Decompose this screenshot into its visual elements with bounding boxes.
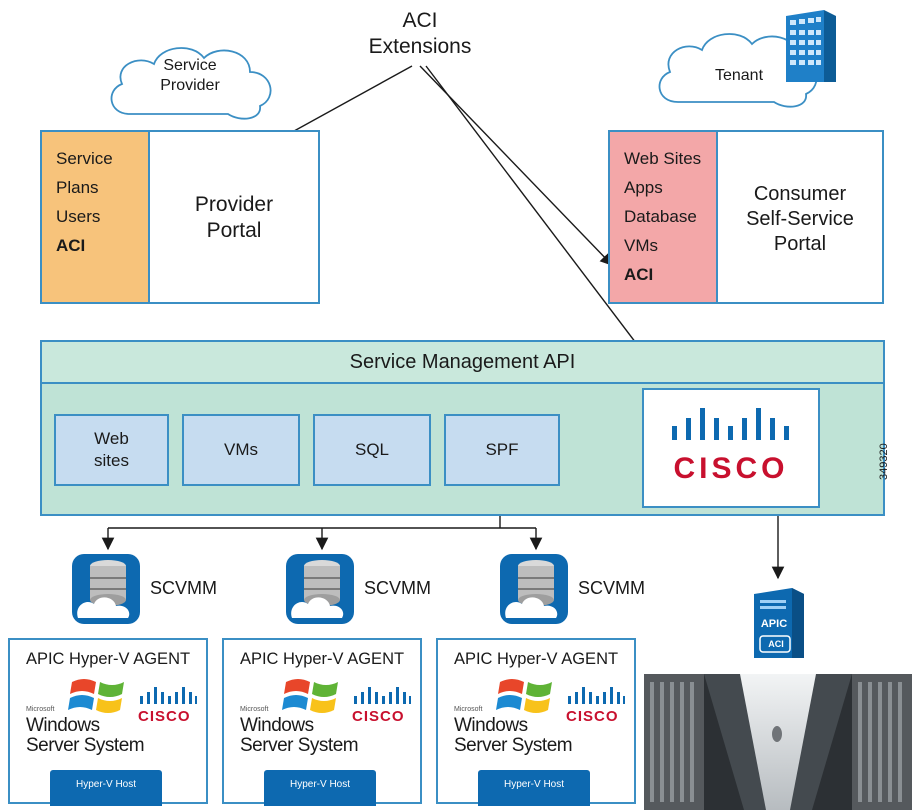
datacenter-image	[644, 674, 912, 810]
consumer-portal-label: Consumer Self-Service Portal	[746, 183, 854, 255]
api-title: Service Management API	[42, 342, 883, 384]
server-system-text: Server System	[26, 735, 145, 756]
provider-portal-menu: Service Plans Users ACI	[42, 132, 150, 302]
windows-text: Windows	[454, 715, 528, 736]
scvmm-label: SCVMM	[150, 578, 217, 598]
tenant-cloud-icon	[658, 33, 818, 108]
agent-title: APIC Hyper-V AGENT	[239, 650, 405, 668]
windows-flag-icon	[68, 679, 124, 713]
consumer-item-database: Database	[624, 207, 697, 226]
cisco-bars-icon	[354, 687, 411, 704]
cisco-text: CISCO	[138, 708, 191, 725]
consumer-item-vms: VMs	[624, 236, 658, 255]
tenant-label: Tenant	[714, 67, 764, 84]
arrow-to-cisco	[425, 65, 665, 382]
scvmm-server-icon	[72, 554, 140, 624]
scvmm-label: SCVMM	[578, 578, 645, 598]
apic-agent-1: APIC Hyper-V AGENT Microsoft Windows Ser…	[8, 638, 208, 806]
consumer-item-apps: Apps	[624, 178, 663, 197]
cisco-bars-icon	[568, 687, 625, 704]
apic-agent-2: APIC Hyper-V AGENT Microsoft Windows Ser…	[222, 638, 422, 806]
provider-portal: Service Plans Users ACI Provider Portal	[40, 130, 320, 304]
scvmm-label: SCVMM	[364, 578, 431, 598]
apic-label: APIC	[760, 618, 788, 630]
figure-id: 349320	[878, 443, 890, 480]
hyper-v-host: Hyper-V Host	[478, 770, 590, 806]
service-provider-cloud-icon	[110, 47, 272, 120]
server-system-text: Server System	[454, 735, 573, 756]
apic-aci-label: ACI	[768, 639, 784, 649]
service-vms: VMs	[182, 414, 300, 486]
service-spf: SPF	[444, 414, 560, 486]
hyper-v-host: Hyper-V Host	[50, 770, 162, 806]
scvmm-server-icon	[286, 554, 354, 624]
cisco-bars-icon	[672, 408, 789, 440]
apic-appliance-icon: APIC ACI	[750, 584, 808, 662]
provider-portal-label: Provider Portal	[194, 193, 274, 243]
agent-title: APIC Hyper-V AGENT	[453, 650, 619, 668]
service-sql: SQL	[313, 414, 431, 486]
provider-item-users: Users	[56, 207, 101, 226]
service-provider-label: Service Provider	[160, 57, 220, 94]
windows-text: Windows	[26, 715, 100, 736]
server-system-text: Server System	[240, 735, 359, 756]
windows-small-text: Microsoft	[26, 706, 55, 713]
scvmm-server-icon	[500, 554, 568, 624]
hyper-v-host: Hyper-V Host	[264, 770, 376, 806]
apic-server-icon	[754, 588, 804, 658]
agent-title: APIC Hyper-V AGENT	[25, 650, 191, 668]
consumer-portal: Web Sites Apps Database VMs ACI Consumer…	[608, 130, 884, 304]
cisco-logo-text: CISCO	[673, 452, 789, 485]
apic-agent-3: APIC Hyper-V AGENT Microsoft Windows Ser…	[436, 638, 636, 806]
cisco-bars-icon	[140, 687, 197, 704]
windows-small-text: Microsoft	[240, 706, 269, 713]
windows-small-text: Microsoft	[454, 706, 483, 713]
cisco-text: CISCO	[352, 708, 405, 725]
provider-item-service: Service	[56, 149, 113, 168]
cisco-logo-box: CISCO	[642, 388, 820, 508]
windows-flag-icon	[496, 679, 552, 713]
building-icon	[786, 10, 836, 82]
aci-extensions-title: ACI Extensions	[368, 9, 472, 59]
cisco-text: CISCO	[566, 708, 619, 725]
consumer-item-aci: ACI	[624, 265, 654, 284]
windows-text: Windows	[240, 715, 314, 736]
consumer-portal-menu: Web Sites Apps Database VMs ACI	[610, 132, 718, 302]
datacenter-aisle-icon	[644, 674, 912, 810]
consumer-item-web-sites: Web Sites	[624, 149, 702, 168]
provider-item-aci: ACI	[56, 236, 86, 255]
provider-item-plans: Plans	[56, 178, 99, 197]
windows-flag-icon	[282, 679, 338, 713]
